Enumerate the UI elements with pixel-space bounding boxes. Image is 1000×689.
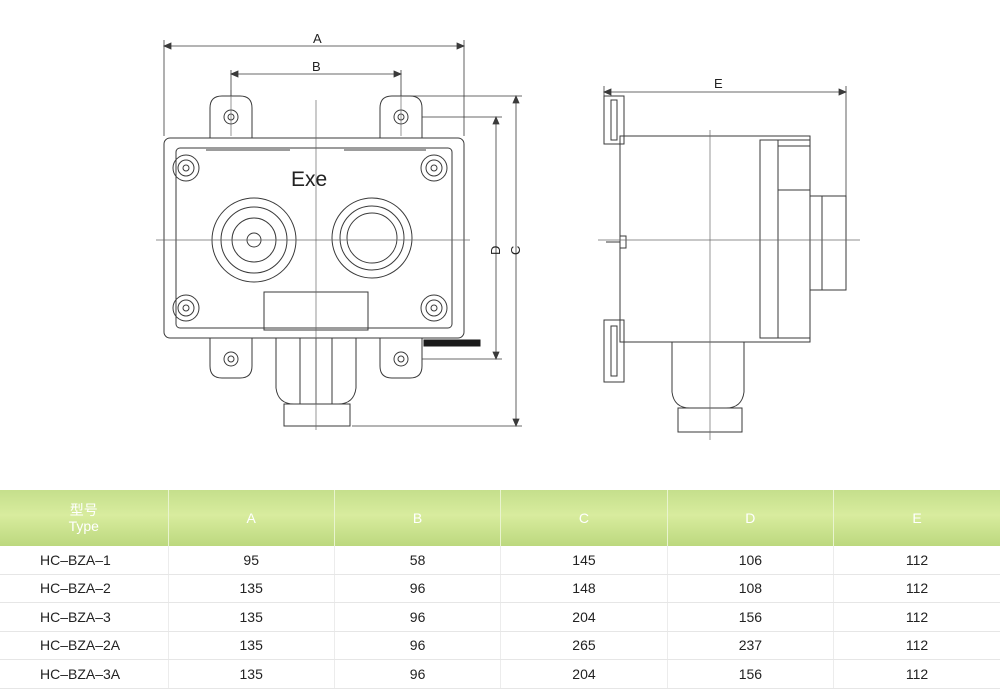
cell-d: 156 (666, 659, 834, 689)
cell-a: 135 (167, 659, 335, 689)
table-header-row: 型号 Type A B C D E (0, 490, 1000, 546)
cell-b: 96 (333, 602, 501, 632)
cell-a: 95 (167, 546, 335, 575)
header-d: D (666, 490, 834, 546)
table-row: HC–BZA–2 135 96 148 108 112 (0, 574, 1000, 603)
cell-model: HC–BZA–2 (0, 574, 168, 603)
table-row: HC–BZA–3A 135 96 204 156 112 (0, 659, 1000, 689)
cell-model: HC–BZA–3A (0, 659, 168, 689)
table-row: HC–BZA–1 95 58 145 106 112 (0, 546, 1000, 575)
dim-label-b: B (312, 59, 321, 74)
dim-label-e: E (714, 76, 723, 91)
cell-a: 135 (167, 631, 335, 660)
header-model-cn: 型号 (69, 502, 98, 518)
cell-d: 156 (666, 602, 834, 632)
cell-c: 265 (500, 631, 668, 660)
header-b: B (333, 490, 501, 546)
header-model: 型号 Type (0, 490, 168, 546)
cell-e: 112 (833, 659, 1000, 689)
cell-model: HC–BZA–3 (0, 602, 168, 632)
spec-table: 型号 Type A B C D E HC–BZA–1 95 58 145 106… (0, 490, 1000, 689)
exe-label: Exe (291, 168, 327, 191)
cell-e: 112 (833, 602, 1000, 632)
cell-d: 106 (666, 546, 834, 575)
table-row: HC–BZA–2A 135 96 265 237 112 (0, 631, 1000, 660)
table-row: HC–BZA–3 135 96 204 156 112 (0, 602, 1000, 632)
side-dimensions (602, 86, 848, 196)
cell-c: 148 (500, 574, 668, 603)
cell-a: 135 (167, 602, 335, 632)
cell-b: 96 (333, 574, 501, 603)
push-button-right (331, 197, 413, 279)
corner-screws (172, 154, 448, 322)
cell-c: 204 (500, 602, 668, 632)
cell-b: 96 (333, 631, 501, 660)
header-e: E (833, 490, 1000, 546)
cell-model: HC–BZA–2A (0, 631, 168, 660)
header-c: C (500, 490, 668, 546)
cell-d: 108 (666, 574, 834, 603)
cell-e: 112 (833, 574, 1000, 603)
cell-b: 96 (333, 659, 501, 689)
dim-label-a: A (313, 31, 322, 46)
dim-label-d: D (488, 246, 503, 255)
front-dimensions (162, 40, 522, 428)
header-model-en: Type (68, 518, 99, 534)
cell-e: 112 (833, 546, 1000, 575)
cell-b: 58 (333, 546, 501, 575)
cell-c: 204 (500, 659, 668, 689)
side-view (598, 95, 860, 440)
technical-drawing: Exe A B C D E (156, 31, 860, 440)
cell-e: 112 (833, 631, 1000, 660)
cell-d: 237 (666, 631, 834, 660)
cell-c: 145 (500, 546, 668, 575)
cell-a: 135 (167, 574, 335, 603)
cell-model: HC–BZA–1 (0, 546, 168, 575)
dim-label-c: C (508, 246, 523, 255)
front-view (156, 90, 481, 430)
header-a: A (167, 490, 335, 546)
